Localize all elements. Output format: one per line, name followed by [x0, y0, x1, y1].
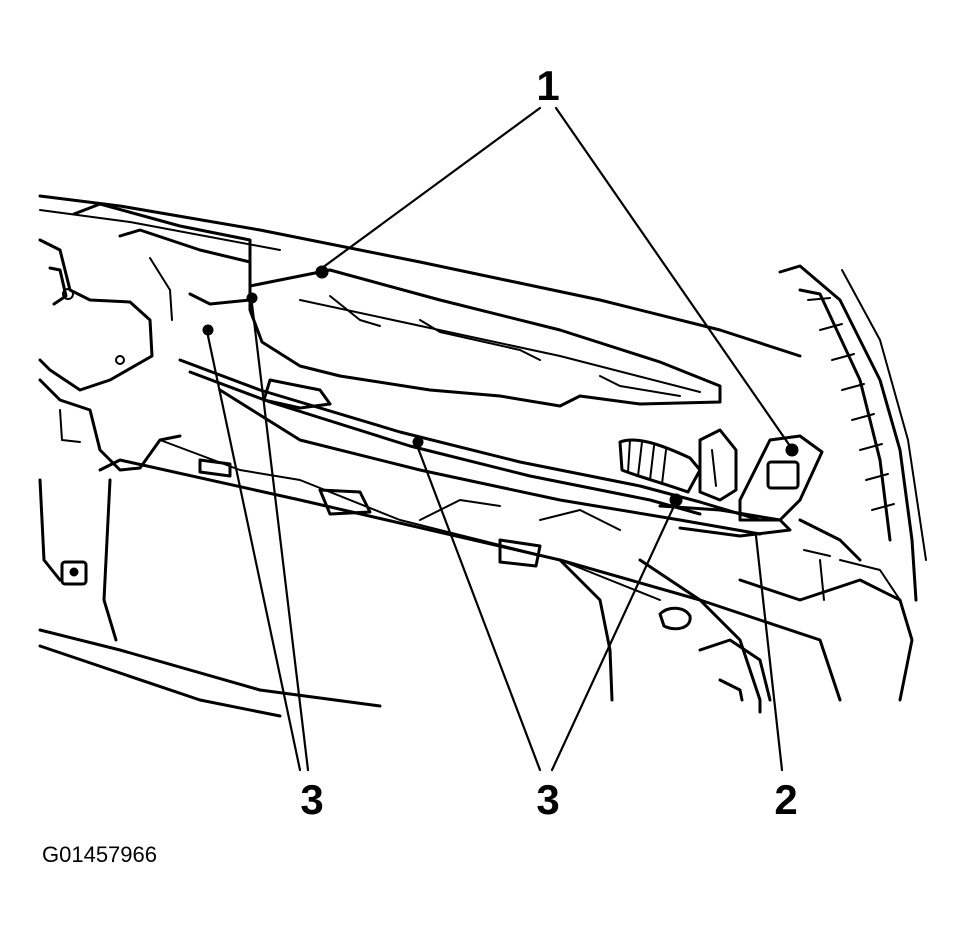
bolt-3-d [669, 493, 683, 507]
callout-3-center: 3 [536, 776, 559, 823]
wiper-module-tray [248, 268, 722, 410]
right-bracket [658, 434, 824, 538]
left-cowl-structure [38, 238, 182, 586]
callout-2: 2 [774, 776, 797, 823]
figure-id: G01457966 [42, 842, 157, 867]
wiper-motor [618, 428, 738, 502]
leader-lines [206, 106, 792, 772]
leader-3b-1 [416, 446, 542, 772]
leader-3b-2 [550, 504, 676, 772]
leader-3a-2 [250, 302, 310, 772]
bolt-1-left [315, 265, 329, 279]
fasteners [202, 265, 799, 507]
bolt-3-b [246, 292, 258, 304]
lower-structure [38, 458, 914, 718]
leader-2 [754, 534, 784, 772]
wiper-linkage-rail [159, 358, 762, 601]
leader-1-left [320, 106, 542, 270]
hood-edge [38, 194, 802, 358]
leader-3a-1 [206, 334, 302, 772]
callout-3-left: 3 [300, 776, 323, 823]
bolt-3-c [412, 436, 424, 448]
callout-1: 1 [536, 62, 559, 109]
bolt-3-a [202, 324, 214, 336]
right-pillar [778, 264, 927, 602]
leader-1-right [554, 106, 792, 448]
bolt-1-right [785, 443, 799, 457]
